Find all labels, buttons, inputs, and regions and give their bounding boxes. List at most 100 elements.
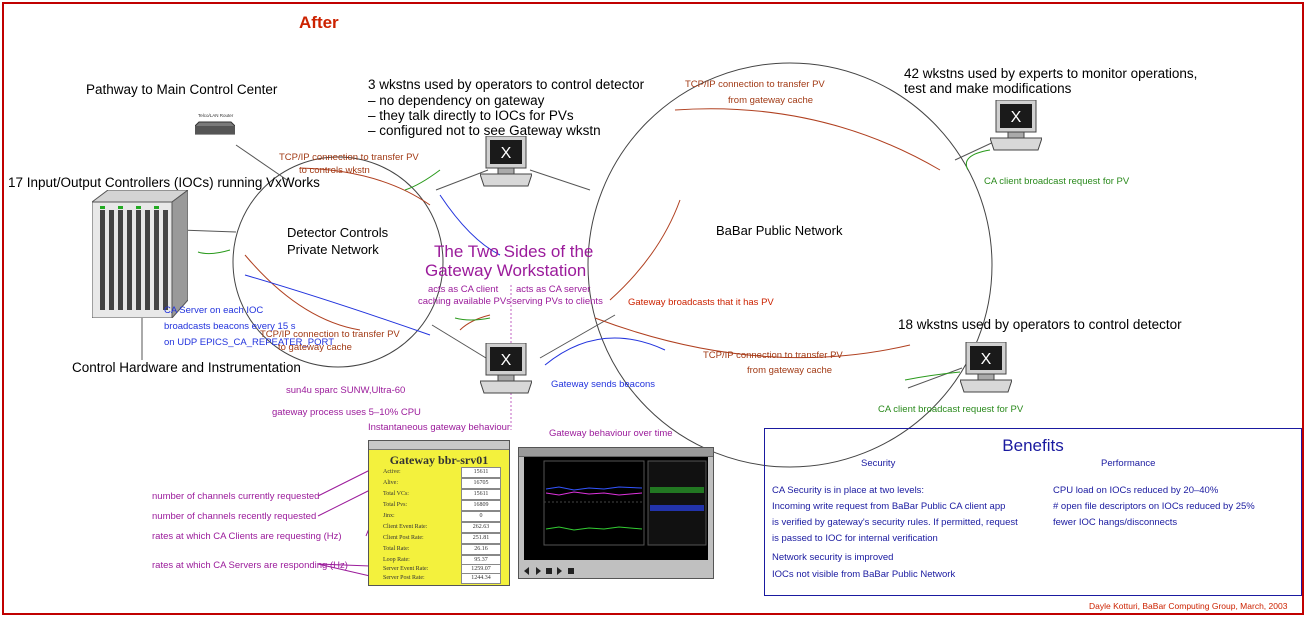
stats-row: Total VCs: 15611: [379, 489, 501, 500]
router-label: Telco/LAN Router: [198, 113, 234, 118]
ioc-crate-icon: [92, 190, 188, 318]
tcp-public-bottom-line1: TCP/IP connection to transfer PV: [703, 350, 843, 361]
gateway-stats-titlebar: [369, 441, 509, 450]
workstation-icon-experts: X: [990, 100, 1042, 152]
stats-row: Total Pvs: 16809: [379, 500, 501, 511]
gateway-host-label: sun4u sparc SUNW,Ultra-60: [286, 385, 406, 396]
stats-row: Server Post Rate:1244.34: [379, 573, 501, 584]
credit-line: Dayle Kotturi, BaBar Computing Group, Ma…: [1089, 601, 1288, 611]
private-network-circle: [232, 156, 444, 368]
tcp-public-top-line1: TCP/IP connection to transfer PV: [685, 79, 825, 90]
ca-server-line2: broadcasts beacons every 15 s: [164, 321, 296, 332]
ca-client-side-line2: caching available PVs: [418, 296, 511, 307]
stats-row-label: Alive:: [383, 480, 398, 486]
public-network-label: BaBar Public Network: [716, 223, 843, 238]
tcp-public-top-line2: from gateway cache: [728, 95, 814, 106]
tcp-gateway-cache-line1: TCP/IP connection to transfer PV: [260, 329, 400, 340]
workstation-icon-gateway: X: [480, 343, 532, 395]
ca-server-line1: CA Server on each IOC: [164, 305, 264, 316]
network-line: Network security is improved: [772, 552, 894, 563]
gateway-stats-window: Gateway bbr-srv01 Active: 15611 Alive: 167…: [368, 440, 510, 586]
benefits-title: Benefits: [1002, 436, 1064, 455]
stats-row-label: Total Pvs:: [383, 502, 408, 508]
stats-row-value: 16705: [461, 478, 501, 489]
gateway-beacons-label: Gateway sends beacons: [551, 379, 656, 390]
overtime-behaviour-label: Gateway behaviour over time: [549, 428, 673, 439]
workstation-icon-operators-bottom: X: [960, 342, 1012, 394]
control-hw-label: Control Hardware and Instrumentation: [72, 360, 301, 375]
operators-top-line2: – no dependency on gateway: [368, 93, 545, 108]
stats-row-label: Server Post Rate:: [383, 575, 425, 581]
operators-top-line3: – they talk directly to IOCs for PVs: [368, 108, 574, 123]
gateway-stats-title: Gateway bbr-srv01: [389, 453, 489, 467]
benefits-box: Benefits Security Performance CA Securit…: [764, 428, 1302, 596]
ioc-label: 17 Input/Output Controllers (IOCs) runni…: [8, 175, 320, 190]
stats-row: Active: 15611: [379, 467, 501, 478]
performance-line: CPU load on IOCs reduced by 20–40%: [1053, 485, 1219, 496]
stats-row-value: 15611: [461, 489, 501, 500]
operators-bottom-label: 18 wkstns used by operators to control d…: [898, 317, 1182, 332]
public-network-circle: [587, 62, 993, 468]
stats-row-value: 251.81: [461, 533, 501, 544]
ca-broadcast-top: CA client broadcast request for PV: [984, 176, 1130, 187]
history-plot: [524, 457, 708, 560]
stats-row-label: Total Rate:: [383, 546, 410, 552]
instant-behaviour-label: Instantaneous gateway behaviour: [368, 422, 511, 433]
tcp-gateway-cache-line2: to gateway cache: [278, 342, 352, 353]
stats-row-label: Total VCs:: [383, 491, 409, 497]
annotation-client-rates: rates at which CA Clients are requesting…: [152, 531, 342, 542]
svg-text:X: X: [981, 351, 992, 368]
stats-row-value: 262.63: [461, 522, 501, 533]
gateway-history-window: [518, 447, 714, 579]
tcp-controls-line1: TCP/IP connection to transfer PV: [279, 152, 419, 163]
annotation-server-rates: rates at which CA Servers are responding…: [152, 560, 348, 571]
svg-text:X: X: [501, 145, 512, 162]
ca-server-side-line2: serving PVs to clients: [512, 296, 603, 307]
stats-row-value: 0: [461, 511, 501, 522]
benefits-performance-heading: Performance: [1101, 458, 1156, 469]
stats-row: Alive: 16705: [379, 478, 501, 489]
stats-row-value: 15611: [461, 467, 501, 478]
tcp-controls-line2: to controls wkstn: [299, 165, 370, 176]
security-line: is passed to IOC for internal verificati…: [772, 533, 938, 544]
history-toolbar: [524, 567, 584, 575]
gateway-cpu-label: gateway process uses 5–10% CPU: [272, 407, 421, 418]
ca-client-side-line1: acts as CA client: [428, 284, 499, 295]
network-line: IOCs not visible from BaBar Public Netwo…: [772, 569, 956, 580]
private-network-line2: Private Network: [287, 242, 379, 257]
history-titlebar: [519, 448, 713, 457]
tcp-public-bottom-line2: from gateway cache: [747, 365, 833, 376]
stats-row-label: Client Post Rate:: [383, 535, 424, 541]
stats-row: Client Post Rate: 251.81: [379, 533, 501, 544]
stats-row-label: Client Event Rate:: [383, 524, 428, 530]
router-icon: Telco/LAN Router: [195, 112, 235, 138]
svg-text:X: X: [1011, 109, 1022, 126]
ca-server-line3: on UDP EPICS_CA_REPEATER_PORT: [164, 337, 335, 348]
annotation-channels-current: number of channels currently requested: [152, 491, 320, 502]
operators-top-line1: 3 wkstns used by operators to control de…: [368, 77, 645, 92]
security-line: Incoming write request from BaBar Public…: [772, 501, 1006, 512]
stats-row-value: 16809: [461, 500, 501, 511]
stats-row-value: 26.16: [461, 544, 501, 555]
stats-row-label: Active:: [383, 469, 401, 475]
workstation-icon-operators-top: X: [480, 136, 532, 188]
benefits-security-heading: Security: [861, 458, 896, 469]
gateway-broadcast-label: Gateway broadcasts that it has PV: [628, 297, 774, 308]
annotation-channels-recent: number of channels recently requested: [152, 511, 317, 522]
gateway-title-line1: The Two Sides of the: [434, 242, 594, 261]
performance-line: # open file descriptors on IOCs reduced …: [1053, 501, 1255, 512]
pathway-label: Pathway to Main Control Center: [86, 82, 278, 97]
security-line: is verified by gateway's security rules.…: [772, 517, 1018, 528]
stats-row: Client Event Rate: 262.63: [379, 522, 501, 533]
stats-row: Total Rate: 26.16: [379, 544, 501, 555]
ca-broadcast-bottom: CA client broadcast request for PV: [878, 404, 1024, 415]
operators-top-line4: – configured not to see Gateway wkstn: [368, 123, 601, 138]
security-line: CA Security is in place at two levels:: [772, 485, 925, 496]
gateway-title-line2: Gateway Workstation: [425, 261, 587, 280]
stats-row: Jinx: 0: [379, 511, 501, 522]
stats-row-label: Jinx:: [383, 513, 395, 519]
stats-row-label: Loop Rate:: [383, 557, 410, 563]
experts-line2: test and make modifications: [904, 81, 1072, 96]
ca-server-side-line1: acts as CA server: [516, 284, 591, 295]
